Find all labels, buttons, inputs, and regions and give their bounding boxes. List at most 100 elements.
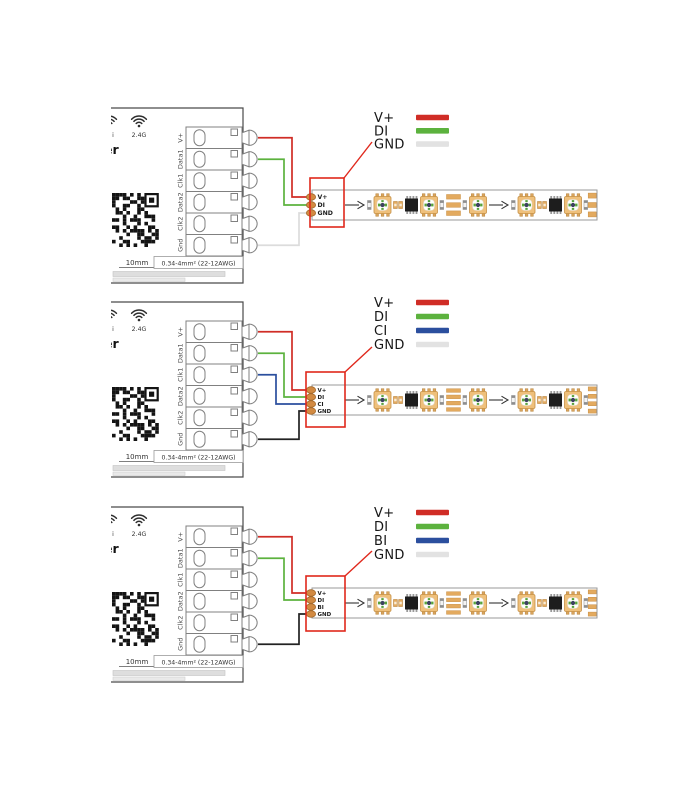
resistor <box>439 598 444 608</box>
qr-code <box>112 387 159 441</box>
strip-connector-pad <box>305 209 316 217</box>
direction-arrow-icon <box>345 598 366 608</box>
strip-connector-pad <box>305 400 316 408</box>
terminal-label: Data1 <box>176 149 184 169</box>
led-module <box>517 591 536 615</box>
terminal-clamp <box>193 150 206 168</box>
legend-label: V+ <box>374 296 394 311</box>
wire-spec-label: 0.34-4mm² (22-12AWG) <box>161 260 235 267</box>
terminal-release-button <box>230 150 238 158</box>
terminal-release-button <box>230 193 238 201</box>
terminal-label: Clk1 <box>176 573 184 587</box>
terminal-dome <box>248 614 258 631</box>
end-solder-pads <box>587 589 597 617</box>
terminal-row: Clk1 <box>176 169 258 190</box>
terminal-label: Gnd <box>176 638 184 651</box>
terminal-dome <box>248 593 258 610</box>
wifi-secondary-label: i <box>112 326 114 333</box>
strip-connector-pad <box>305 610 316 618</box>
wifi-band-label: 2.4G <box>132 326 147 333</box>
legend-row: DI <box>374 124 449 139</box>
strip-pin-label: DI <box>318 598 325 604</box>
terminal-label: V+ <box>176 327 184 337</box>
callout-line <box>344 346 373 373</box>
wire-gnd <box>258 613 308 646</box>
legend-row: DI <box>374 310 449 325</box>
wire-di <box>258 557 308 601</box>
ic-chip <box>405 594 418 612</box>
terminal-row: Clk1 <box>176 568 258 589</box>
strip-pin-label: GND <box>318 210 333 217</box>
strip-pin-label: DI <box>318 395 325 401</box>
terminal-clamp <box>193 236 206 254</box>
brand-text-fragment: er <box>104 336 119 351</box>
resistor <box>583 598 588 608</box>
terminal-dome <box>248 388 258 405</box>
terminal-release-button <box>230 635 238 643</box>
resistor <box>583 395 588 405</box>
cut-solder-pads <box>446 388 461 412</box>
terminal-clamp <box>193 323 206 341</box>
legend-label: DI <box>374 310 388 325</box>
legend-row: CI <box>374 324 449 339</box>
terminal-release-button <box>230 171 238 179</box>
wire-spec-label: 0.34-4mm² (22-12AWG) <box>161 454 235 461</box>
terminal-dome <box>248 550 258 567</box>
led-module <box>564 193 582 217</box>
terminal-clamp <box>193 592 206 610</box>
strip-pin-label: CI <box>318 402 324 408</box>
qr-code <box>112 592 159 646</box>
terminal-label: V+ <box>176 133 184 143</box>
legend-row: V+ <box>374 296 449 311</box>
strip-connector-pad <box>305 589 316 597</box>
terminal-clamp <box>193 409 206 427</box>
legend-color-bar <box>416 128 449 134</box>
strip-pin-label: V+ <box>318 388 327 394</box>
terminal-release-button <box>230 344 238 352</box>
legend-color-bar <box>416 327 449 334</box>
direction-arrow-icon <box>489 200 510 210</box>
terminal-row: Data2 <box>176 590 258 611</box>
terminal-clamp <box>193 614 206 632</box>
direction-arrow-icon <box>345 395 366 405</box>
strip-length-label: 10mm <box>126 658 149 666</box>
controller-outline <box>111 506 244 683</box>
ic-chip <box>549 391 562 409</box>
terminal-release-button <box>230 549 238 557</box>
resistor <box>439 395 444 405</box>
terminal-dome <box>248 172 258 189</box>
led-module <box>373 388 392 412</box>
legend-row: DI <box>374 520 449 535</box>
legend-label: V+ <box>374 111 394 126</box>
cut-solder-pads <box>446 194 461 216</box>
stripped-wire-bar <box>112 277 186 282</box>
resistor <box>462 395 467 405</box>
terminal-row: Data1 <box>176 148 258 169</box>
wifi-secondary-label: i <box>112 531 114 538</box>
terminal-clamp <box>193 387 206 405</box>
terminal-release-button <box>230 387 238 395</box>
terminal-row: Data2 <box>176 191 258 212</box>
terminal-label: Data1 <box>176 343 184 363</box>
terminal-row: Clk2 <box>176 611 258 632</box>
wifi-icon <box>130 309 148 322</box>
terminal-dome <box>248 636 258 653</box>
highlight-box <box>305 371 346 428</box>
legend-label: V+ <box>374 506 394 521</box>
wifi-icon-partial <box>111 514 118 524</box>
stripped-wire-bar <box>112 271 226 277</box>
legend-row: GND <box>374 138 449 153</box>
terminal-label: Data2 <box>176 192 184 212</box>
terminal-row: Gnd <box>176 234 258 254</box>
wire-ci <box>258 373 308 405</box>
strip-pin-label: BI <box>318 605 324 611</box>
terminal-clamp <box>193 129 206 147</box>
strip-pin-label: GND <box>318 612 332 618</box>
